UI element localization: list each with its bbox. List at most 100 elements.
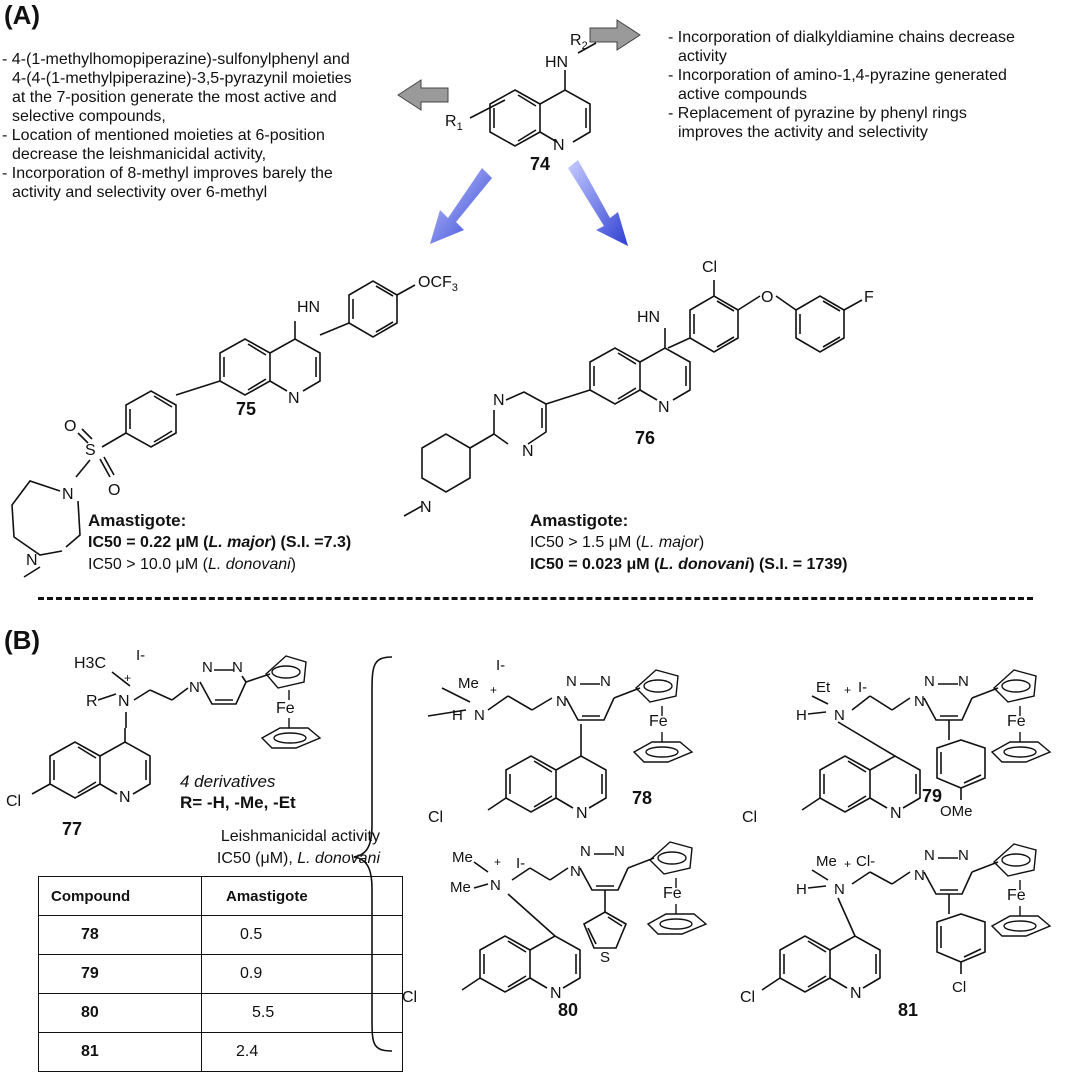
iodide-label: I- — [136, 647, 145, 664]
amastigote-cell: 0.9 — [201, 954, 403, 994]
iron-label: Fe — [663, 885, 682, 902]
compound-cell: 81 — [38, 1032, 202, 1072]
blue-arrows — [430, 160, 628, 246]
chloro-label: Cl — [742, 809, 757, 826]
blue-arrow-down-right-icon — [568, 160, 628, 246]
charge-label: + — [494, 855, 501, 869]
compound-74-number: 74 — [530, 154, 550, 174]
triazole-nitrogen-label: N — [570, 863, 581, 880]
compound-78-number: 78 — [632, 788, 652, 808]
oxygen-label: O — [108, 482, 120, 499]
triazole-nitrogen-label: N — [614, 843, 625, 860]
methyl-label: Me — [452, 849, 473, 866]
compound-81-structure: Me H Cl- + N Cl N N N N Fe Cl 81 — [740, 843, 1052, 1020]
oxygen-label: O — [64, 418, 76, 435]
iron-label: Fe — [276, 700, 295, 717]
ammonium-nitrogen-label: N — [834, 881, 845, 898]
ring-nitrogen-label: N — [553, 137, 565, 154]
derivatives-count: 4 derivatives — [180, 772, 276, 791]
triazole-nitrogen-label: N — [924, 673, 935, 690]
sar-notes-left: - 4-(1-methylhomopiperazine)-sulfonylphe… — [2, 50, 412, 202]
table-header-row: Compound Amastigote — [38, 876, 403, 916]
methyl-label: Me — [450, 879, 471, 896]
activity-line: IC50 > 1.5 μM (L. major) — [530, 534, 705, 551]
pyrimidine-nitrogen-label: N — [522, 443, 534, 460]
sar-note: - Replacement of pyrazine by phenyl ring… — [668, 105, 967, 122]
triazole-nitrogen-label: N — [924, 847, 935, 864]
sar-note: improves the activity and selectivity — [678, 124, 928, 141]
pyrimidine-nitrogen-label: N — [493, 392, 505, 409]
methyl-label: H3C — [74, 655, 106, 672]
sar-note: - 4-(1-methylhomopiperazine)-sulfonylphe… — [2, 51, 350, 68]
amastigote-cell: 5.5 — [201, 993, 403, 1033]
compound-75-structure: HN OCF3 N S O O N N 75 — [11, 274, 458, 578]
triazole-nitrogen-label: N — [958, 847, 969, 864]
compound-79-structure: Et H I- + N Cl N N N N Fe OMe 79 — [742, 669, 1052, 826]
r-group-label: R — [86, 693, 98, 710]
fluoro-label: F — [864, 289, 874, 306]
triazole-nitrogen-label: N — [189, 679, 200, 696]
compound-77-structure: H3C I- + R N Cl N N N N Fe 77 — [6, 647, 322, 839]
chloro-label: Cl — [6, 793, 21, 810]
triazole-nitrogen-label: N — [914, 693, 925, 710]
sar-note: - Location of mentioned moieties at 6-po… — [2, 127, 325, 144]
derivatives-note: 4 derivatives R= -H, -Me, -Et — [180, 771, 296, 813]
ferrocene-icon — [990, 843, 1052, 937]
ocf3-label: OCF3 — [418, 274, 458, 294]
sulfur-label: S — [85, 442, 96, 459]
triazole-nitrogen-label: N — [914, 867, 925, 884]
column-header: Compound — [38, 876, 202, 916]
nh-label: HN — [545, 54, 568, 71]
sar-note: - Incorporation of 8-methyl improves bar… — [2, 165, 333, 182]
ring-nitrogen-label: N — [576, 805, 588, 822]
amastigote-cell: 0.5 — [201, 915, 403, 955]
ammonium-nitrogen-label: N — [490, 877, 501, 894]
iron-label: Fe — [649, 713, 668, 730]
triazole-nitrogen-label: N — [556, 693, 567, 710]
ferrocene-icon — [646, 841, 708, 935]
ammonium-nitrogen-label: N — [118, 693, 130, 710]
compound-76-structure: Cl O F HN N N N N 76 — [403, 259, 874, 517]
ring-nitrogen-label: N — [658, 399, 670, 416]
nitrogen-label: N — [62, 486, 74, 503]
ethyl-label: Et — [816, 679, 831, 696]
sar-note: decrease the leishmanicidal activity, — [12, 146, 267, 163]
ether-oxygen-label: O — [761, 289, 773, 306]
nh-label: HN — [297, 299, 320, 316]
ring-nitrogen-label: N — [550, 985, 562, 1002]
ammonium-nitrogen-label: N — [834, 707, 845, 724]
activity-line: IC50 > 10.0 μM (L. donovani) — [88, 556, 296, 573]
triazole-nitrogen-label: N — [202, 659, 213, 676]
chloro-label: Cl — [428, 809, 443, 826]
charge-label: + — [124, 671, 131, 685]
compound-79-number: 79 — [922, 786, 942, 806]
counterion-label: I- — [858, 679, 867, 696]
charge-label: + — [844, 857, 851, 871]
charge-label: + — [844, 683, 851, 697]
activity-line: IC50 = 0.22 μM (L. major) (S.I. =7.3) — [88, 534, 352, 551]
thiophene-sulfur-label: S — [600, 949, 610, 966]
iron-label: Fe — [1007, 713, 1026, 730]
panel-a-label: (A) — [4, 0, 41, 30]
compound-74-structure: N HN R2 R1 74 — [397, 19, 641, 174]
compound-75-number: 75 — [236, 399, 256, 419]
blue-arrow-down-left-icon — [430, 168, 492, 244]
ferrocene-icon — [990, 669, 1052, 763]
counterion-label: Cl- — [856, 853, 875, 870]
methyl-label: Me — [816, 853, 837, 870]
compound-77-number: 77 — [62, 819, 82, 839]
r2-label: R2 — [570, 32, 588, 52]
compound-75-activity: Amastigote: IC50 = 0.22 μM (L. major) (S… — [88, 510, 428, 576]
sar-note: activity and selectivity over 6-methyl — [12, 184, 268, 201]
triazole-nitrogen-label: N — [232, 659, 243, 676]
grey-arrow-left-icon — [397, 79, 449, 111]
chloro-label: Cl — [402, 989, 417, 1006]
ferrocene-icon — [260, 655, 322, 749]
activity-table: Compound Amastigote 78 0.5 79 0.9 80 5.5… — [38, 876, 403, 1072]
table-row: 78 0.5 — [38, 915, 403, 955]
compound-80-structure: Me Me I- + N Cl N N N N Fe S 80 — [402, 841, 708, 1020]
caption-line: Leishmanicidal activity — [220, 828, 380, 845]
piperazine-nitrogen-label: N — [420, 499, 432, 516]
panel-divider — [38, 597, 1033, 600]
sar-note: at the 7-position generate the most acti… — [12, 89, 337, 106]
